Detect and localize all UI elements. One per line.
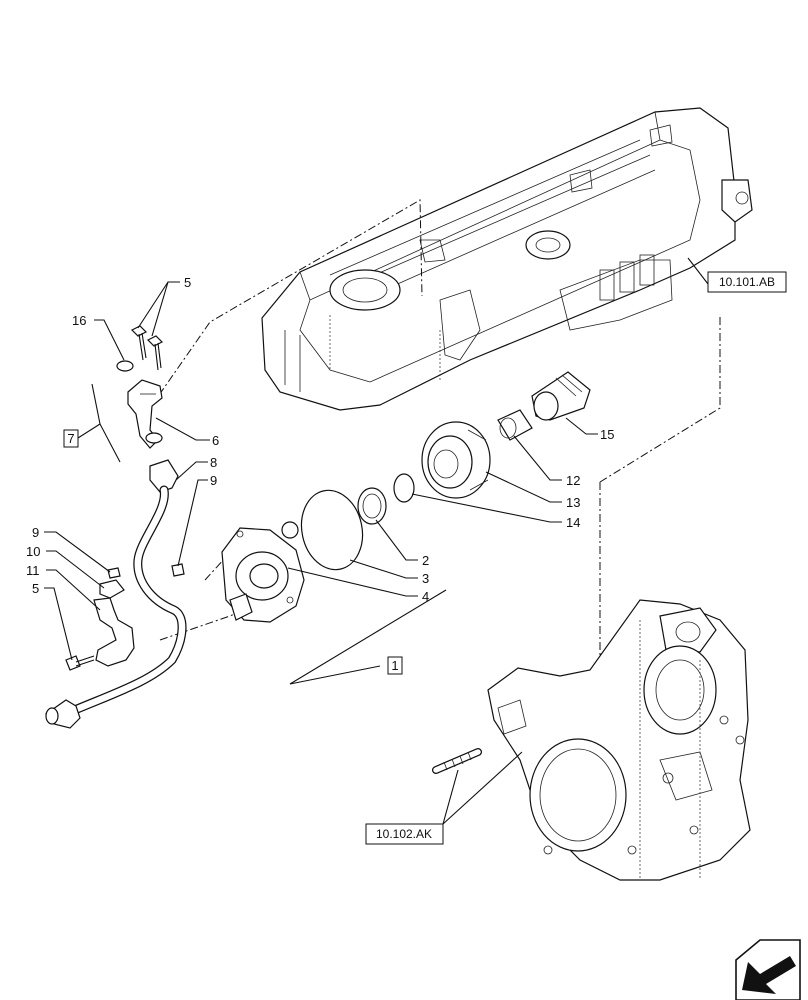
elbow-fitting-6 bbox=[127, 379, 163, 449]
callout-9-right: 9 bbox=[177, 473, 217, 567]
clamp-10 bbox=[99, 579, 125, 599]
callout-11: 11 bbox=[26, 563, 101, 611]
housing-4 bbox=[221, 527, 305, 623]
bushing-12 bbox=[497, 409, 533, 441]
nut-9-left bbox=[107, 567, 121, 579]
callout-number: 13 bbox=[566, 495, 580, 510]
callout-16: 16 bbox=[72, 313, 125, 361]
callout-12: 12 bbox=[513, 435, 580, 488]
callout-number: 7 bbox=[67, 431, 74, 446]
o-ring-16 bbox=[116, 360, 134, 372]
callout-number: 10 bbox=[26, 544, 40, 559]
callout-8: 8 bbox=[175, 455, 217, 481]
callout-6: 6 bbox=[155, 417, 219, 448]
callout-15: 15 bbox=[565, 417, 614, 442]
reference-valve-cover[interactable]: 10.101.AB bbox=[687, 257, 787, 293]
callout-number: 5 bbox=[32, 581, 39, 596]
callout-number: 14 bbox=[566, 515, 580, 530]
callout-number: 2 bbox=[422, 553, 429, 568]
callout-14: 14 bbox=[411, 493, 580, 530]
callout-2: 2 bbox=[375, 519, 429, 568]
reference-label-valve-cover: 10.101.AB bbox=[719, 275, 775, 289]
bracket-11 bbox=[93, 597, 135, 667]
oil-pipe-8 bbox=[45, 459, 187, 729]
valve-cover bbox=[261, 107, 753, 411]
callout-number: 1 bbox=[391, 658, 398, 673]
callout-number: 12 bbox=[566, 473, 580, 488]
callout-number: 11 bbox=[26, 563, 40, 578]
plug-15 bbox=[531, 371, 591, 421]
callout-7: 7 bbox=[63, 383, 121, 463]
callout-5-lower: 5 bbox=[32, 581, 73, 661]
snap-ring-14 bbox=[393, 473, 415, 503]
callout-number: 5 bbox=[184, 275, 191, 290]
damper-13 bbox=[421, 421, 491, 499]
stud bbox=[432, 748, 482, 774]
seal-2 bbox=[357, 487, 387, 525]
callout-number: 9 bbox=[32, 525, 39, 540]
callout-13: 13 bbox=[485, 471, 580, 510]
callout-4: 4 bbox=[287, 567, 429, 604]
callout-number: 15 bbox=[600, 427, 614, 442]
o-ring-3 bbox=[300, 489, 364, 571]
next-page-arrow-icon[interactable] bbox=[735, 939, 801, 1000]
reference-label-timing-cover: 10.102.AK bbox=[376, 827, 432, 841]
callout-number: 3 bbox=[422, 571, 429, 586]
callout-10: 10 bbox=[26, 544, 105, 589]
bolt-5-lower bbox=[65, 655, 95, 671]
reference-timing-cover[interactable]: 10.102.AK bbox=[365, 751, 523, 845]
callout-number: 9 bbox=[210, 473, 217, 488]
callout-number: 6 bbox=[212, 433, 219, 448]
callout-5-top: 5 bbox=[137, 275, 191, 337]
callout-3: 3 bbox=[349, 559, 429, 586]
callout-number: 16 bbox=[72, 313, 86, 328]
callout-1: 1 bbox=[289, 589, 447, 685]
centerline-upper bbox=[149, 199, 423, 409]
callout-number: 8 bbox=[210, 455, 217, 470]
callout-9-left: 9 bbox=[32, 525, 111, 573]
callout-number: 4 bbox=[422, 589, 429, 604]
bolt-5-pair bbox=[130, 325, 164, 371]
seal-ring-small bbox=[281, 521, 299, 539]
timing-cover bbox=[487, 599, 751, 881]
